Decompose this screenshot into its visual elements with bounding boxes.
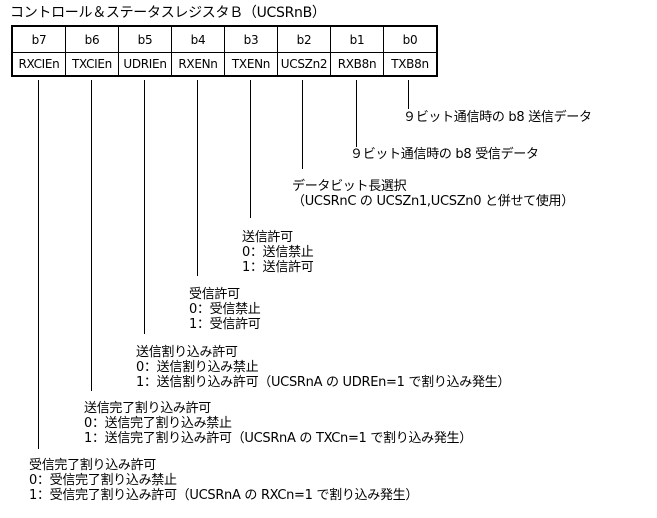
desc-b0-line1: ９ビット通信時の b8 送信データ	[403, 110, 592, 125]
bit-name-udrien: UDRIEn	[118, 52, 172, 77]
connector-line-b4	[197, 80, 198, 276]
desc-b6-line1: 送信完了割り込み許可	[84, 401, 212, 416]
bit-name-row: RXCIEn TXCIEn UDRIEn RXENn TXENn UCSZn2 …	[11, 52, 438, 77]
desc-b6-line3: 1：送信完了割り込み許可（UCSRnA の TXCn=1 で割り込み発生）	[84, 431, 472, 446]
bit-name-rxb8n: RXB8n	[330, 52, 384, 77]
desc-b7-line3: 1：受信完了割り込み許可（UCSRnA の RXCn=1 で割り込み発生）	[29, 488, 419, 503]
desc-b7-line1: 受信完了割り込み許可	[29, 458, 157, 473]
bit-name-txenn: TXENn	[224, 52, 278, 77]
bit-name-rxcien: RXCIEn	[11, 52, 66, 77]
desc-b5-line3: 1：送信割り込み許可（UCSRnA の UDREn=1 で割り込み発生）	[136, 375, 511, 390]
bit-cell-b5: b5	[118, 25, 172, 53]
connector-line-b5	[144, 80, 145, 334]
bit-name-ucszn2: UCSZn2	[277, 52, 331, 77]
bit-cell-b2: b2	[277, 25, 331, 53]
register-bit-table: b7 b6 b5 b4 b3 b2 b1 b0 RXCIEn TXCIEn UD…	[11, 25, 438, 77]
bit-name-rxenn: RXENn	[171, 52, 225, 77]
desc-b1-line1: ９ビット通信時の b8 受信データ	[350, 147, 539, 162]
bit-cell-b4: b4	[171, 25, 225, 53]
bit-cell-b0: b0	[383, 25, 438, 53]
desc-b3-line1: 送信許可	[242, 230, 293, 245]
desc-b1: ９ビット通信時の b8 受信データ	[350, 147, 539, 162]
connector-line-b3	[250, 80, 251, 218]
desc-b3: 送信許可 0：送信禁止 1：送信許可	[242, 230, 314, 275]
desc-b4-line3: 1：受信許可	[189, 317, 261, 332]
connector-line-b2	[302, 80, 303, 169]
connector-line-b0	[408, 80, 409, 109]
desc-b6-line2: 0：送信完了割り込み禁止	[84, 416, 232, 431]
connector-line-b6	[91, 80, 92, 391]
desc-b5-line2: 0：送信割り込み禁止	[136, 360, 259, 375]
desc-b3-line2: 0：送信禁止	[242, 245, 314, 260]
desc-b6: 送信完了割り込み許可 0：送信完了割り込み禁止 1：送信完了割り込み許可（UCS…	[84, 401, 472, 446]
desc-b4-line1: 受信許可	[189, 287, 240, 302]
bit-cell-b6: b6	[65, 25, 119, 53]
desc-b7: 受信完了割り込み許可 0：受信完了割り込み禁止 1：受信完了割り込み許可（UCS…	[29, 458, 418, 503]
bit-cell-b1: b1	[330, 25, 384, 53]
connector-line-b7	[38, 80, 39, 449]
bit-cell-b7: b7	[11, 25, 66, 53]
desc-b4-line2: 0：受信禁止	[189, 302, 261, 317]
bit-cell-b3: b3	[224, 25, 278, 53]
register-title: コントロール＆ステータスレジスタＢ（UCSRnB）	[10, 5, 326, 21]
desc-b5: 送信割り込み許可 0：送信割り込み禁止 1：送信割り込み許可（UCSRnA の …	[136, 345, 510, 390]
desc-b5-line1: 送信割り込み許可	[136, 345, 238, 360]
bit-name-txcien: TXCIEn	[65, 52, 119, 77]
desc-b3-line3: 1：送信許可	[242, 260, 314, 275]
bit-name-txb8n: TXB8n	[383, 52, 438, 77]
desc-b2-line1: データビット長選択	[292, 179, 407, 194]
desc-b4: 受信許可 0：受信禁止 1：受信許可	[189, 287, 261, 332]
desc-b2: データビット長選択 （UCSRnC の UCSZn1,UCSZn0 と併せて使用…	[292, 179, 574, 209]
desc-b7-line2: 0：受信完了割り込み禁止	[29, 473, 177, 488]
desc-b0: ９ビット通信時の b8 送信データ	[403, 110, 592, 125]
bit-number-row: b7 b6 b5 b4 b3 b2 b1 b0	[11, 25, 438, 53]
desc-b2-line2: （UCSRnC の UCSZn1,UCSZn0 と併せて使用）	[292, 194, 574, 209]
connector-line-b1	[356, 80, 357, 147]
